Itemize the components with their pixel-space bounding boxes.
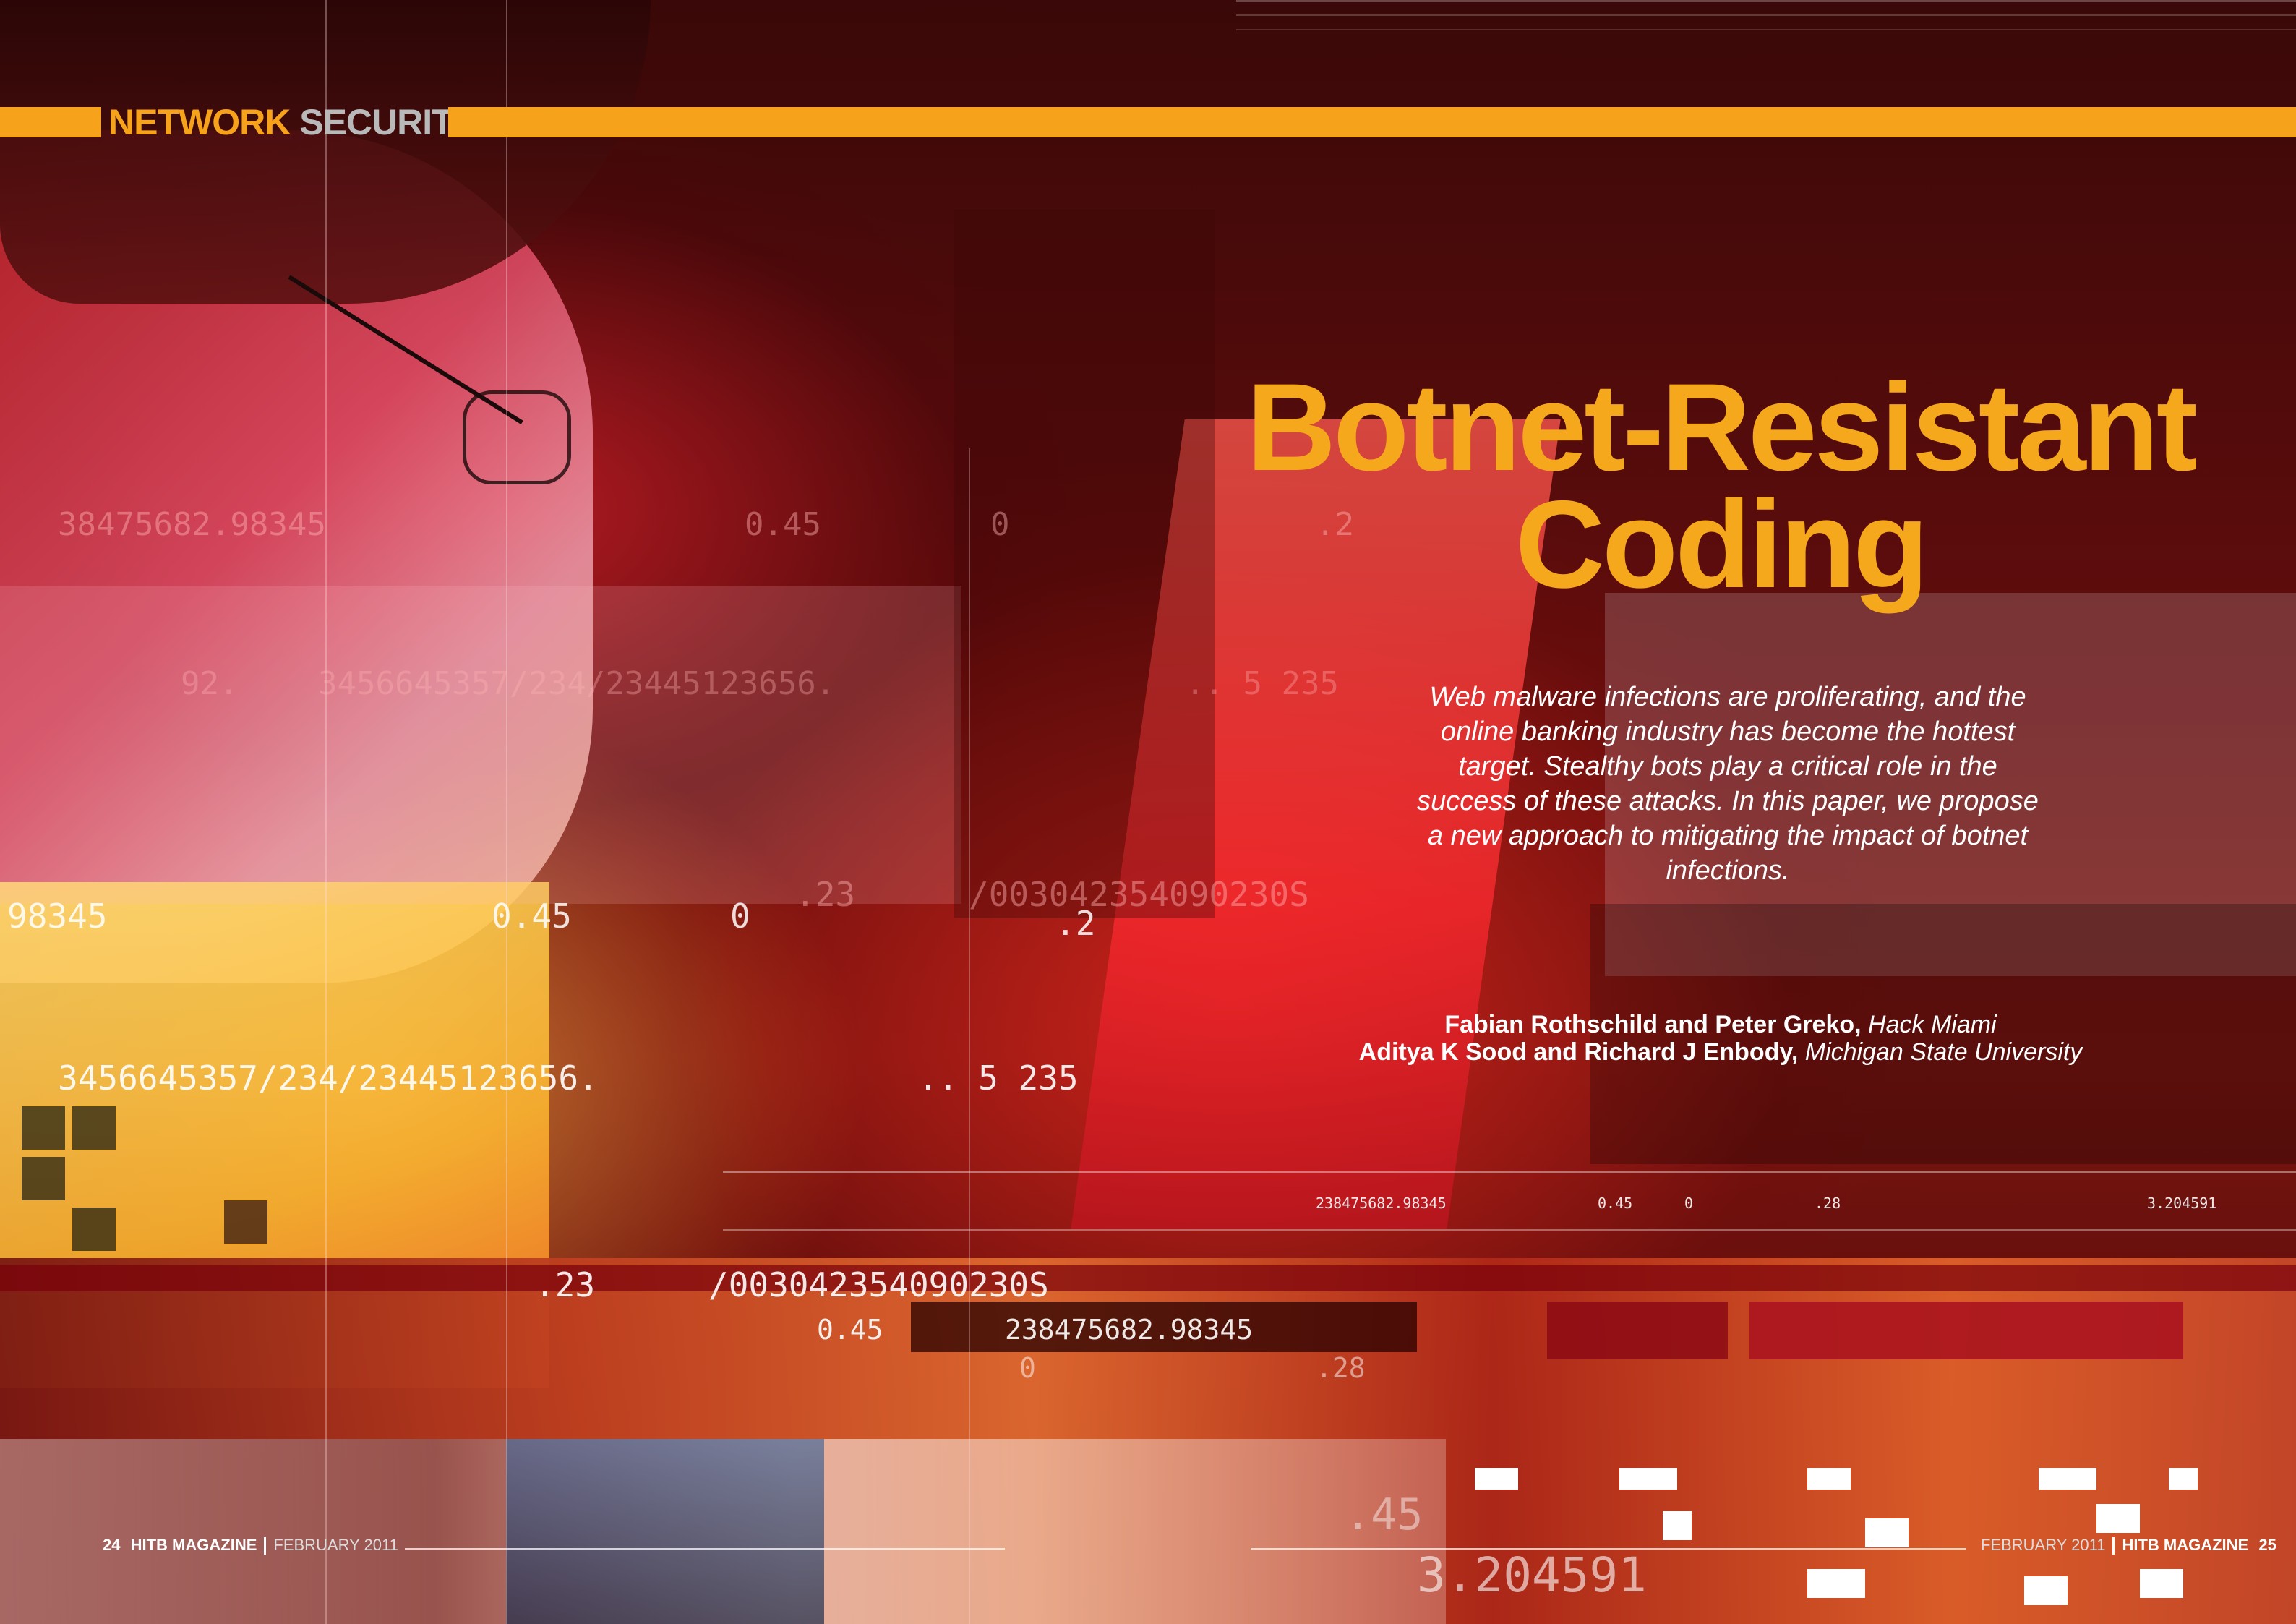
byline-line: Fabian Rothschild and Peter Greko, Hack … [1229,1011,2212,1038]
overlay-panel [954,210,1215,918]
glasses-lens [463,390,571,484]
byline: Fabian Rothschild and Peter Greko, Hack … [1229,1011,2212,1066]
byline-line: Aditya K Sood and Richard J Enbody, Mich… [1229,1038,2212,1066]
folio-rule-left [405,1548,1005,1550]
photo-digits: .. 5 235 [1186,665,1339,702]
page-number: 24 [103,1536,121,1554]
grid-cell [22,1157,65,1200]
page-number: 25 [2258,1536,2276,1554]
overlay-panel [1605,593,2296,976]
overlay-panel [1590,904,2296,1164]
grid-cell [22,1106,65,1150]
photo-digits: .28 [1815,1195,1841,1212]
magazine-name: HITB MAGAZINE [2122,1536,2249,1554]
pixel-cell [1619,1468,1677,1490]
folio-rule-right [1251,1548,1966,1550]
photo-digits: 238475682.98345 [1005,1314,1254,1346]
photo-digits: 238475682.98345 [1316,1195,1447,1212]
magazine-name: HITB MAGAZINE [130,1536,257,1554]
section-rule-right [448,107,2296,137]
pixel-cell [2024,1576,2068,1605]
scan-line [325,0,327,1624]
pixel-cell [2140,1569,2183,1598]
photo-digits: 0.45 [492,897,572,936]
photo-digits: 0.45 [817,1314,883,1346]
photo-digits: 0 [1684,1195,1694,1212]
grid-cell [224,1200,267,1244]
folio-left: 24 HITB MAGAZINE FEBRUARY 2011 [103,1533,398,1557]
photo-digits: 0.45 [1598,1195,1633,1212]
section-rule-left [0,107,101,137]
data-band-bar [911,1302,1417,1352]
folio-separator [2112,1537,2115,1555]
grid-cell [72,1106,116,1150]
scan-line [969,448,970,1624]
pixel-cell [2039,1468,2096,1490]
photo-digits: /003042354090230S [969,875,1309,914]
section-word-2: SECURITY [299,102,477,142]
photo-digits: 92. [181,665,239,702]
pixel-cell [1663,1511,1692,1540]
issue-date: FEBRUARY 2011 [1981,1536,2106,1554]
section-label: NETWORK SECURITY [108,101,477,143]
scan-line [723,1171,2296,1173]
photo-digits: 0 [1019,1352,1036,1384]
pixel-cell [1807,1468,1851,1490]
photo-digits: 38475682.98345 [58,506,326,543]
folio-separator [264,1537,267,1555]
scan-line [1236,29,2296,30]
data-band-bar [0,1265,2296,1291]
scan-line [723,1229,2296,1231]
title-line-2: Coding [1515,475,1929,614]
photo-digits: .2 [1055,904,1096,943]
issue-date: FEBRUARY 2011 [273,1536,398,1554]
photo-digits: 98345 [7,897,108,936]
scan-line [1236,14,2296,16]
photo-digits: .. 5 235 [918,1059,1079,1098]
author-affiliation: Michigan State University [1804,1038,2083,1066]
title-line-1: Botnet-Resistant [1246,358,2198,497]
photo-digits: 0.45 [745,506,821,543]
data-band-bar [1547,1302,1728,1359]
photo-digits: .23 [795,875,856,914]
keyboard-glow [506,1439,824,1624]
scan-line [506,0,507,1624]
photo-digits: /003042354090230S [708,1265,1049,1304]
pixel-cell [1865,1518,1909,1547]
photo-digits: 0 [990,506,1010,543]
pixel-cell [2169,1468,2198,1490]
scan-line [1236,0,2296,2]
photo-digits: 3.204591 [2147,1195,2217,1212]
photo-digits: .2 [1316,506,1354,543]
folio-right: FEBRUARY 2011 HITB MAGAZINE 25 [1981,1533,2276,1557]
pixel-cell [1807,1569,1865,1598]
article-title: Botnet-Resistant Coding [1229,358,2212,614]
photo-digits: .23 [535,1265,596,1304]
photo-digits: 3456645357/234/23445123656. [58,1059,599,1098]
author-names: Fabian Rothschild and Peter Greko, [1444,1011,1862,1038]
photo-digits: .28 [1316,1352,1366,1384]
pixel-cell [1475,1468,1518,1490]
article-standfirst: Web malware infections are proliferating… [1417,682,2039,886]
photo-digits: 3456645357/234/23445123656. [318,665,836,702]
pixel-cell [2096,1504,2140,1533]
photo-digits: 0 [730,897,750,936]
overlay-panel [0,586,961,904]
photo-digits: 3.204591 [1417,1547,1647,1603]
section-word-1: NETWORK [108,102,291,142]
photo-digits: .45 [1345,1490,1423,1540]
author-affiliation: Hack Miami [1868,1011,1997,1038]
grid-cell [72,1208,116,1251]
data-band-bar [1749,1302,2183,1359]
author-names: Aditya K Sood and Richard J Enbody, [1358,1038,1799,1066]
